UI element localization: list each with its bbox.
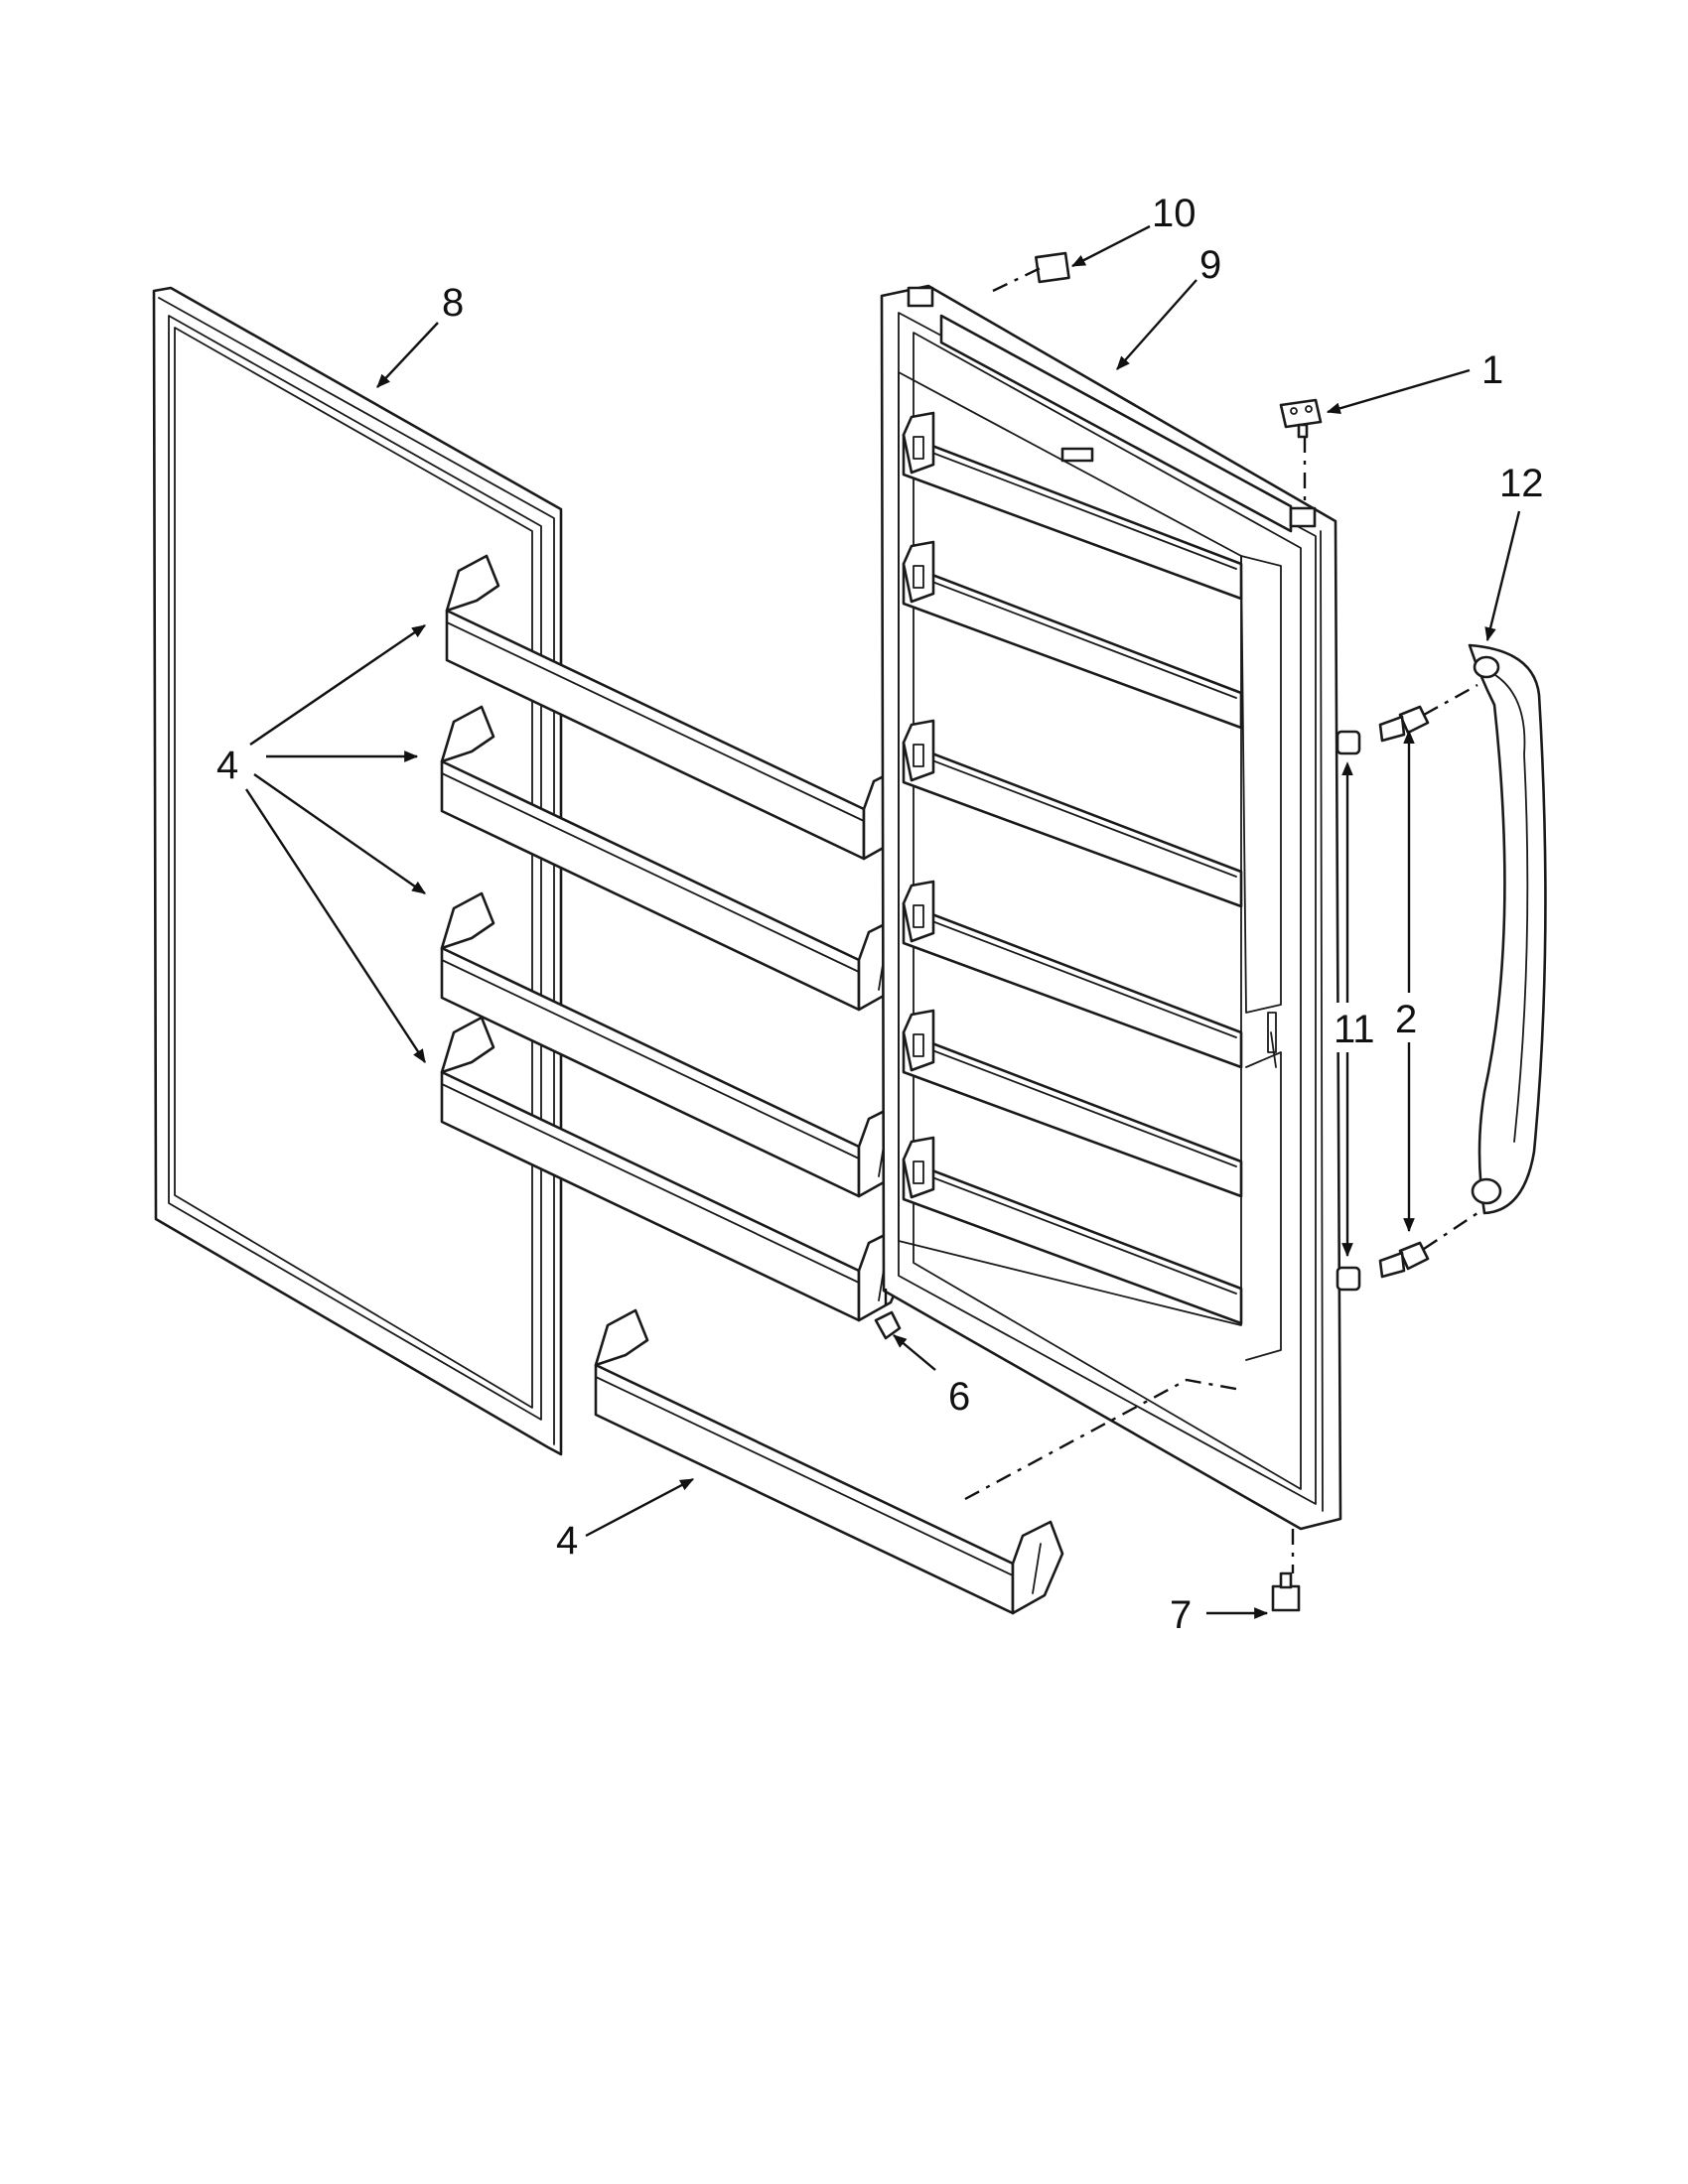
door-handle — [1468, 643, 1547, 1215]
callout-labels: 1 2 4 4 6 7 8 9 10 11 12 — [216, 192, 1544, 1637]
handle-spacer-bottom — [1336, 1266, 1361, 1292]
assembly-lines — [884, 264, 1478, 1573]
door-assembly — [880, 284, 1342, 1531]
leader-arrows — [244, 224, 1521, 1619]
callout-1: 1 — [1481, 348, 1503, 392]
door-stop — [874, 1310, 902, 1340]
callout-7: 7 — [1170, 1593, 1192, 1637]
callout-2-background — [1394, 993, 1424, 1042]
callout-12: 12 — [1499, 462, 1544, 505]
callout-4-left: 4 — [216, 744, 238, 787]
handle-spacer-top — [1336, 730, 1361, 755]
callout-11: 11 — [1334, 1008, 1375, 1051]
callout-2: 2 — [1395, 998, 1417, 1041]
callout-6: 6 — [948, 1375, 970, 1419]
door-gasket — [152, 286, 563, 1456]
callout-10: 10 — [1152, 192, 1196, 235]
hinge-cap — [1279, 398, 1323, 439]
handle-screw-top — [1378, 705, 1430, 743]
callout-9: 9 — [1199, 243, 1221, 287]
handle-screw-bottom — [1378, 1241, 1430, 1279]
door-label — [1035, 251, 1070, 284]
door-bin-5 — [594, 1308, 1064, 1615]
callout-8: 8 — [442, 281, 464, 325]
lower-hinge — [1271, 1571, 1301, 1612]
callout-4-bottom: 4 — [556, 1519, 578, 1563]
callout-11-background — [1333, 1003, 1366, 1052]
